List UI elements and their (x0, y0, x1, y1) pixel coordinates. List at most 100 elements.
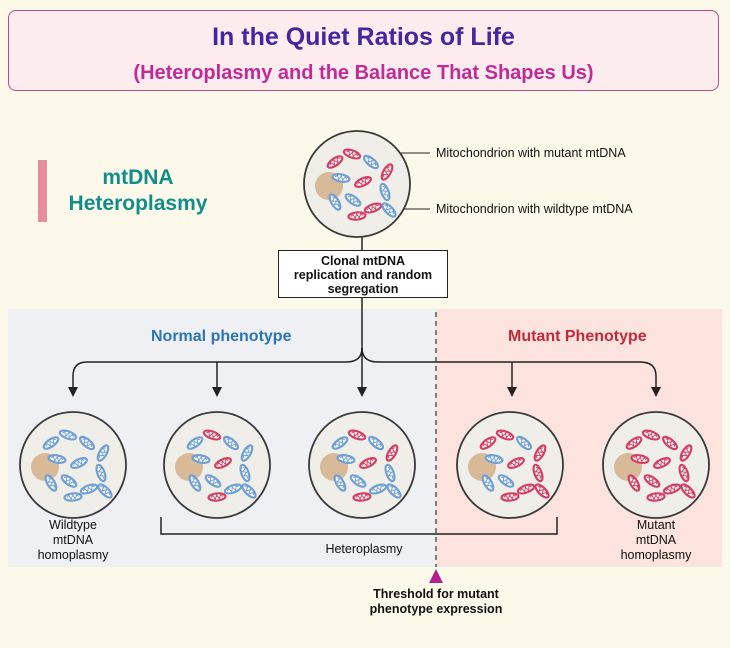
wildtype-mitochondrion (349, 474, 367, 488)
wildtype-mitochondrion (239, 463, 251, 483)
mutant-mitochondrion (347, 429, 367, 441)
mutant-mitochondrion (507, 457, 525, 469)
wildtype-mitochondrion (362, 154, 380, 170)
wildtype-mitochondrion (379, 182, 391, 202)
wildtype-mitochondrion (58, 429, 78, 441)
wildtype-mitochondrion (484, 454, 504, 464)
wildtype-mitochondrion (191, 454, 211, 464)
wildtype-mitochondrion (333, 474, 347, 492)
wildtype-mitochondrion (328, 193, 342, 211)
threshold-label-line-2: phenotype expression (369, 602, 503, 616)
label-accent-bar (38, 160, 47, 222)
threshold-marker-icon (429, 569, 443, 583)
page-subtitle: (Heteroplasmy and the Balance That Shape… (133, 62, 594, 84)
wildtype-homoplasmy-cell (19, 411, 127, 519)
mutant-phenotype-label: Mutant Phenotype (508, 328, 647, 345)
wildtype-mitochondrion (386, 483, 402, 499)
mutant-mitochondrion (662, 483, 682, 495)
arrow-to-wildtype (68, 347, 363, 397)
mutant-mitochondrion (363, 202, 383, 214)
mutant-mitochondrion (326, 155, 344, 169)
mutant-mitochondrion (533, 444, 547, 462)
normal-phenotype-label: Normal phenotype (151, 328, 292, 345)
wildtype-mitochondrion (78, 435, 96, 451)
wildtype-mitochondrion (222, 435, 240, 451)
wildtype-mitochondrion (223, 483, 243, 495)
wildtype-mitochondrion (368, 483, 388, 495)
mutant-mitochondrion (500, 492, 520, 502)
mutant-mitochondrion (347, 211, 367, 221)
mutant-mitochondrion (516, 483, 536, 495)
wildtype-mitochondrion (381, 202, 397, 218)
mutant-mitochondrion (643, 474, 661, 488)
wildtype-mitochondrion (384, 463, 396, 483)
low-heteroplasmy-cell (163, 411, 271, 519)
wildtype-mitochondrion (63, 492, 83, 502)
wildtype-mitochondrion (344, 193, 362, 207)
mutant-mitochondrion (534, 483, 550, 499)
mutant-mitochondrion (678, 463, 690, 483)
process-line-1: Clonal mtDNA (320, 254, 406, 268)
mutant-mitochondrion (207, 492, 227, 502)
mutant-label-line-3: homoplasmy (620, 548, 692, 562)
mutant-mitochondrion (627, 474, 641, 492)
mutant-mitochondrion (625, 436, 643, 450)
heteroplasmy-label: Heteroplasmy (325, 542, 403, 556)
mutant-label-line-1: Mutant (636, 518, 676, 532)
mutant-mitochondrion (661, 435, 679, 451)
wildtype-mitochondrion (240, 444, 254, 462)
mtdna-heteroplasmy-label: mtDNA Heteroplasmy (38, 160, 216, 222)
wildtype-mitochondrion (188, 474, 202, 492)
mutant-mitochondrion (641, 429, 661, 441)
mutant-mitochondrion (680, 483, 696, 499)
threshold-label: Threshold for mutant phenotype expressio… (356, 587, 516, 617)
wildtype-mitochondrion (44, 474, 58, 492)
wildtype-mitochondrion (331, 173, 351, 183)
process-line-3: segregation (327, 282, 399, 296)
mutant-homoplasmy-cell (602, 411, 710, 519)
wildtype-mitochondrion (42, 436, 60, 450)
heteroplasmy-bracket (160, 517, 558, 535)
wildtype-mitochondrion (95, 463, 107, 483)
mutant-mitochondrion (385, 444, 399, 462)
cells-layer (19, 130, 710, 519)
process-box: Clonal mtDNA replication and random segr… (278, 250, 448, 298)
wildtype-mitochondrion (241, 483, 257, 499)
wildtype-mitochondrion (70, 457, 88, 469)
mutant-mitochondrion (679, 444, 693, 462)
wildtype-mitochondrion (186, 436, 204, 450)
top-source-cell (303, 130, 411, 238)
wildtype-mitochondrion (515, 435, 533, 451)
mutant-label-line-2: mtDNA (635, 533, 677, 547)
mutant-mitochondrion (214, 457, 232, 469)
mutant-mitochondrion (532, 463, 544, 483)
mutant-mitochondrion (354, 176, 372, 188)
wildtype-homoplasmy-label: Wildtype mtDNA homoplasmy (23, 518, 123, 563)
mutant-mitochondrion (653, 457, 671, 469)
mid-heteroplasmy-cell (308, 411, 416, 519)
mutant-mitochondrion (352, 492, 372, 502)
mutant-homoplasmy-label: Mutant mtDNA homoplasmy (606, 518, 706, 563)
mutant-mitochondrion (479, 436, 497, 450)
wildtype-mitochondrion (367, 435, 385, 451)
wildtype-mitochondrion (497, 474, 515, 488)
page-title: In the Quiet Ratios of Life (212, 23, 515, 51)
wildtype-mitochondrion (96, 444, 110, 462)
wildtype-label-line-3: homoplasmy (37, 548, 109, 562)
mutant-mitochondrion (202, 429, 222, 441)
wildtype-mitochondrion (204, 474, 222, 488)
wildtype-label-line-2: mtDNA (52, 533, 94, 547)
arrow-to-mutant (361, 347, 661, 397)
high-heteroplasmy-cell (456, 411, 564, 519)
wildtype-mitochondrion (97, 483, 113, 499)
title-banner: In the Quiet Ratios of Life (Heteroplasm… (8, 10, 719, 91)
label-line-2: Heteroplasmy (68, 192, 208, 215)
wildtype-mitochondrion (331, 436, 349, 450)
threshold-label-line-1: Threshold for mutant (373, 587, 499, 601)
mutant-mitochondrion (646, 492, 666, 502)
mutant-mitochondrion (630, 454, 650, 464)
legend-mutant-label: Mitochondrion with mutant mtDNA (436, 146, 626, 160)
mutant-mitochondrion (380, 163, 394, 181)
branch-arrows (68, 298, 661, 397)
